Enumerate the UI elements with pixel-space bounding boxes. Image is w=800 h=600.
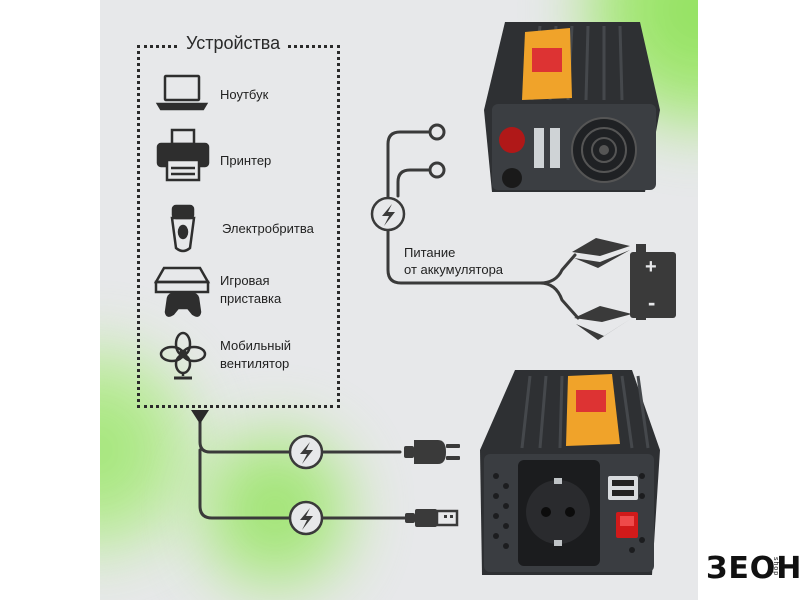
battery-icon (630, 244, 676, 320)
inverter-rear (484, 22, 660, 192)
usb-plug-icon (405, 509, 459, 527)
battery-cable-bottom-wire (538, 281, 580, 320)
inverter-front (480, 370, 660, 575)
device-label-fan-line2: вентилятор (220, 356, 290, 371)
battery-minus-sign: - (648, 290, 656, 315)
devices-title: Устройства (178, 33, 289, 54)
device-label-console: Игровая приставка (220, 272, 281, 308)
printer-icon (156, 128, 210, 182)
power-source-line1: Питание (404, 245, 456, 260)
device-label-fan: Мобильный вентилятор (220, 337, 291, 373)
device-label-fan-line1: Мобильный (220, 338, 292, 353)
device-label-shaver: Электробритва (222, 221, 314, 236)
lightning-icon (370, 196, 406, 232)
red-label-patch (576, 390, 606, 412)
down-arrow-icon (191, 410, 209, 424)
battery-cable-top-wire (386, 130, 577, 285)
battery-plus-sign: + (645, 256, 657, 278)
device-label-laptop: Ноутбук (220, 87, 269, 102)
usb-ports-icon (608, 476, 638, 500)
red-label-patch (532, 48, 562, 72)
lightning-icon (288, 434, 324, 470)
red-terminal-icon (499, 127, 525, 153)
device-label-printer: Принтер (220, 153, 272, 168)
ring-terminal-wire (396, 168, 430, 198)
brand-logo-sub: shop (772, 557, 779, 577)
power-source-line2: от аккумулятора (404, 262, 504, 277)
ac-output-wire (198, 418, 402, 454)
ring-terminal-icon (428, 123, 446, 179)
power-switch-icon (616, 512, 638, 538)
device-label-console-line1: Игровая (220, 273, 270, 288)
vent-holes (493, 473, 645, 553)
black-terminal-icon (502, 168, 522, 188)
brand-logo: ЗЕОН (706, 551, 800, 586)
green-glow-bottom-middle (190, 400, 360, 600)
electric-shaver-icon (170, 204, 196, 253)
wires (198, 130, 580, 520)
power-source-label: Питание от аккумулятора (404, 244, 503, 278)
device-label-console-line2: приставка (220, 291, 282, 306)
alligator-clip-icon (572, 238, 630, 268)
desk-fan-icon (159, 331, 207, 380)
alligator-clip-icon (574, 306, 632, 340)
lightning-icon (288, 500, 324, 536)
usb-output-wire (198, 448, 407, 520)
ac-plug-icon (404, 440, 460, 464)
game-console-icon (153, 266, 211, 317)
laptop-icon (155, 74, 209, 111)
